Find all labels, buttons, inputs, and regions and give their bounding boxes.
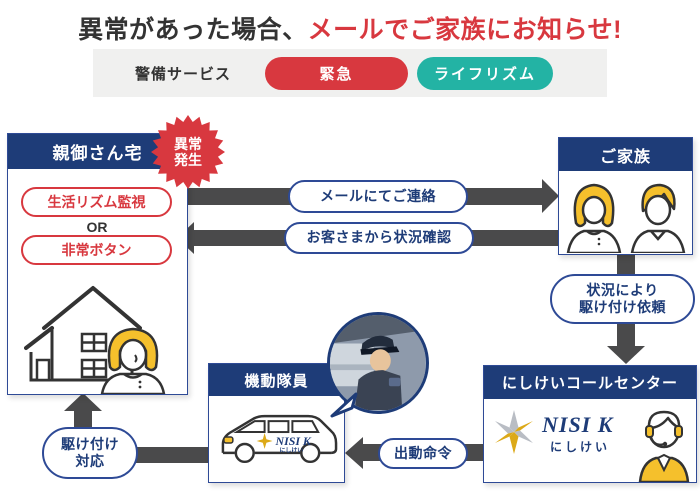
flow-mail-label: メールにてご連絡 [288,180,468,213]
option-life-rhythm-monitor: 生活リズム監視 [21,187,172,217]
flow-respond-line2: 対応 [75,453,105,469]
flow-dispatch-request-line2: 駆け付け依頼 [579,299,666,315]
family-woman-icon [566,183,621,253]
operator-icon [638,410,690,482]
arrow-request-shaft-bottom [617,322,635,347]
alert-badge-line2: 発生 [174,152,202,168]
tag-life-rhythm: ライフリズム [417,57,553,90]
arrow-respond-head-icon [64,393,102,411]
flow-dispatch-order-label: 出動命令 [378,438,468,469]
or-label: OR [86,219,108,235]
guard-photo [327,312,429,414]
nisik-wordmark-sub: にしけい [550,440,611,454]
guard-photo-tail-icon [330,392,358,418]
arrow-request-shaft-top [617,255,635,276]
arrow-respond-shaft [74,410,92,429]
van-logo-sub-text: にしけい [279,447,303,454]
node-family: ご家族 [558,137,693,255]
flow-dispatch-request-line1: 状況により [586,281,659,298]
service-legend-bar: 警備サービス 緊急 ライフリズム [93,49,607,97]
call-center-title: にしけいコールセンター [484,366,696,399]
page-title: 異常があった場合、メールでご家族にお知らせ! [0,10,700,46]
arrow-respond-connector [133,447,210,463]
node-parent-home: 親御さん宅 生活リズム監視 OR 非常ボタン [7,133,188,395]
arrow-dispatch-head-icon [345,437,363,469]
security-van-icon: NISI K にしけい [221,414,338,464]
van-logo-text: NISI K [275,434,312,448]
arrow-mail-head-icon [542,179,559,213]
flow-dispatch-request-label: 状況により 駆け付け依頼 [550,274,695,324]
page-title-highlight: メールでご家族にお知らせ! [307,16,622,44]
alert-badge: 異常 発生 [151,115,225,189]
flow-status-check-text: お客さまから状況確認 [306,229,452,246]
flow-mail-text: メールにてご連絡 [320,187,436,204]
node-call-center: にしけいコールセンター NISI K にしけい [483,365,697,483]
flow-status-check-label: お客さまから状況確認 [284,222,474,254]
starburst-icon [151,115,225,189]
arrow-request-head-icon [607,346,645,364]
mobile-unit-title: 機動隊員 [209,364,344,396]
alert-badge-line1: 異常 [174,135,202,152]
nisik-star-icon [495,410,533,454]
service-legend-label: 警備サービス [135,65,232,83]
flow-dispatch-order-text: 出動命令 [394,444,452,461]
flow-respond-line1: 駆け付け [61,435,119,452]
tag-emergency: 緊急 [265,57,408,90]
guard-photo-illustration [330,315,425,410]
option-emergency-button: 非常ボタン [21,235,172,265]
flow-respond-label: 駆け付け 対応 [42,427,138,479]
family-title: ご家族 [559,138,692,171]
page-title-prefix: 異常があった場合、 [78,16,308,44]
elderly-woman-icon [100,327,166,394]
family-man-icon [630,183,685,253]
node-mobile-unit: 機動隊員 NISI K にしけい [208,363,345,483]
nisik-wordmark: NISI K [542,412,614,437]
